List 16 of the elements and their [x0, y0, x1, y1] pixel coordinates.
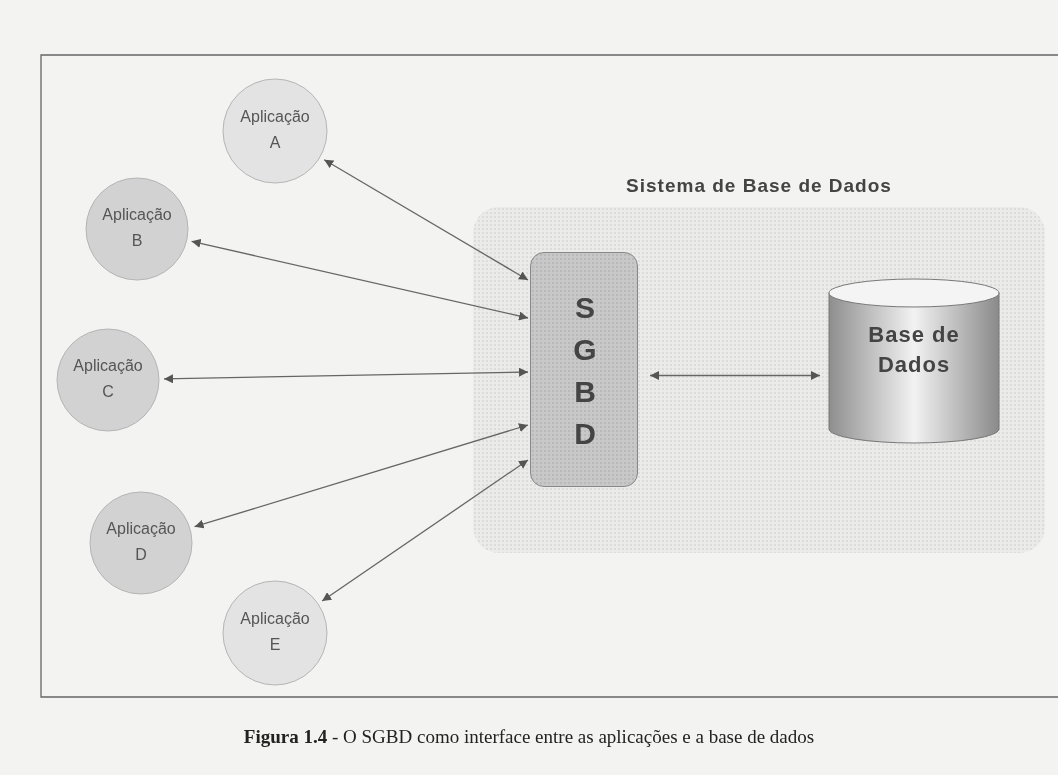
double-arrow: [323, 159, 529, 281]
node-label: Aplicação A: [239, 107, 311, 153]
double-arrow: [190, 239, 529, 321]
node-label: Aplicação B: [101, 205, 173, 251]
node-label: Base de Dados: [867, 321, 961, 379]
double-arrow: [649, 371, 821, 380]
figure-caption: Figura 1.4 - O SGBD como interface entre as aplicações e a base de dados: [242, 726, 816, 748]
panel-heading: Sistema de Base de Dados: [625, 175, 893, 197]
double-arrow: [193, 423, 529, 529]
node-label: S G B D: [572, 290, 598, 452]
node-label: Aplicação D: [105, 519, 177, 565]
node-label: Aplicação C: [72, 356, 144, 402]
double-arrow: [321, 459, 529, 602]
node-label: Aplicação E: [239, 609, 311, 655]
dbms-box: [530, 252, 638, 487]
double-arrow: [163, 367, 529, 384]
